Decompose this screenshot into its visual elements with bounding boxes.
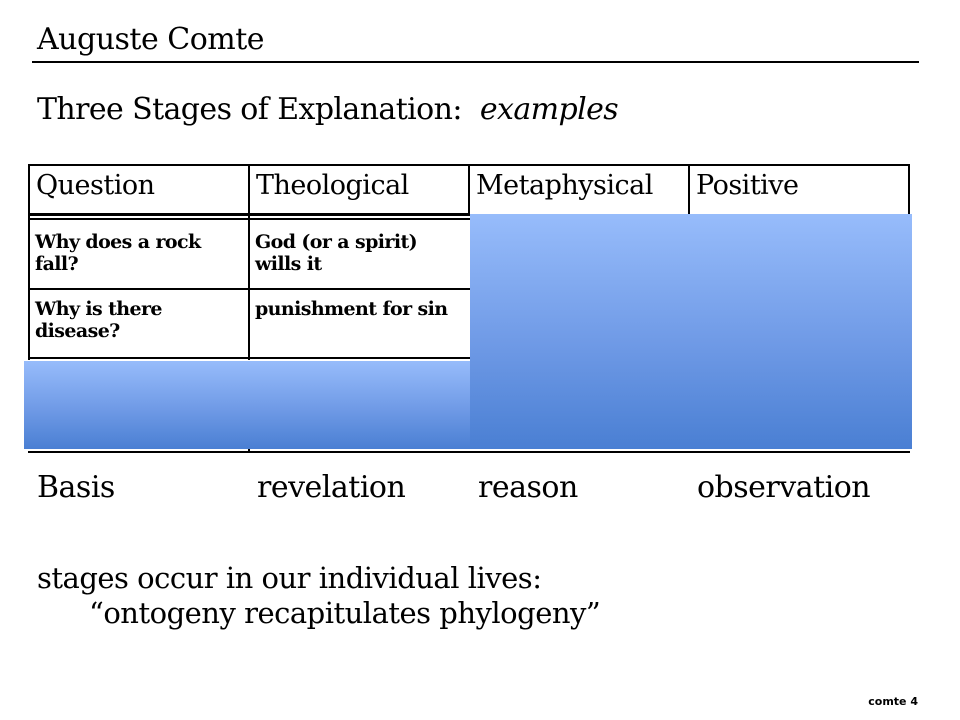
- row-2-question: Why is there disease?: [35, 298, 163, 342]
- row-1-theological: God (or a spirit) wills it: [255, 231, 418, 275]
- title-underline: [32, 61, 919, 63]
- header-positive: Positive: [696, 170, 799, 201]
- subtitle-italic: examples: [479, 92, 619, 127]
- row-1-question: Why does a rock fall?: [35, 231, 201, 275]
- table-left-border: [28, 164, 30, 360]
- basis-theological: revelation: [257, 470, 406, 505]
- subtitle: Three Stages of Explanation: examples: [37, 92, 619, 127]
- cover-panel-right: [470, 214, 912, 449]
- basis-metaphysical: reason: [478, 470, 578, 505]
- column-divider-2: [468, 164, 470, 216]
- row-2-theological: punishment for sin: [255, 298, 448, 320]
- cover-panel-bottom-left: [24, 361, 470, 449]
- subtitle-main: Three Stages of Explanation:: [37, 92, 462, 127]
- note-line-1: stages occur in our individual lives:: [37, 561, 542, 595]
- basis-label: Basis: [37, 470, 115, 505]
- header-metaphysical: Metaphysical: [476, 170, 653, 201]
- slide-title: Auguste Comte: [37, 22, 265, 57]
- table-bottom-border: [28, 451, 910, 453]
- header-theological: Theological: [256, 170, 409, 201]
- header-question: Question: [36, 170, 155, 201]
- column-divider-3: [688, 164, 690, 216]
- page-number: comte 4: [868, 695, 918, 708]
- table-right-border: [908, 164, 910, 216]
- column-divider-1: [248, 164, 250, 360]
- note-quote: “ontogeny recapitulates phylogeny”: [89, 596, 601, 630]
- basis-positive: observation: [697, 470, 871, 505]
- stages-table: Question Theological Metaphysical Positi…: [24, 164, 912, 453]
